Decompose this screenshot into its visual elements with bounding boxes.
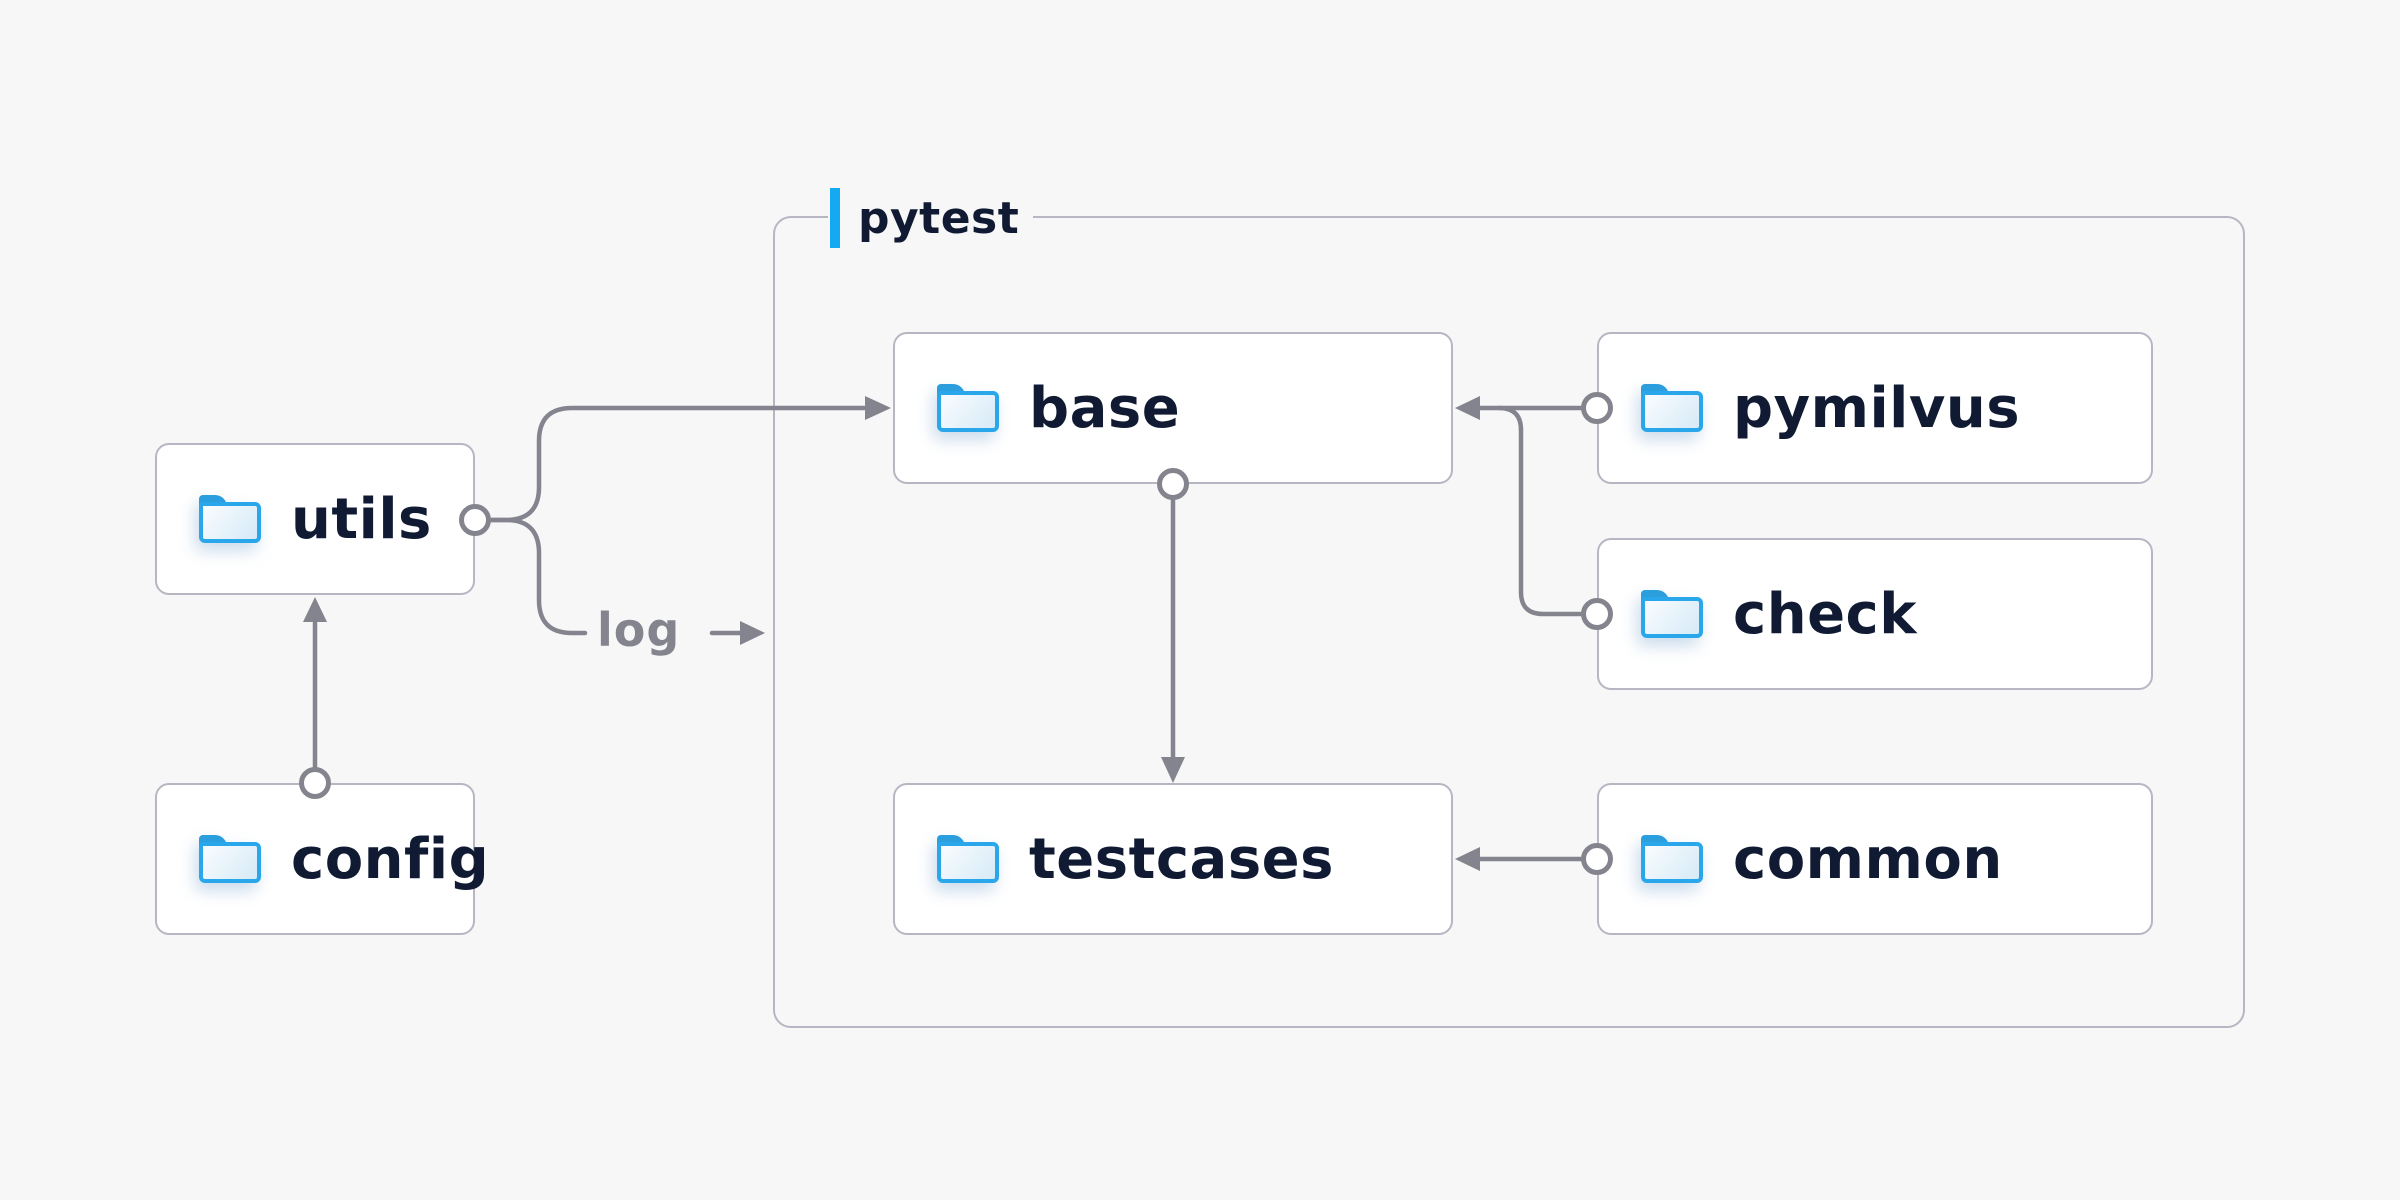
node-utils: utils (155, 443, 475, 595)
folder-icon (1641, 835, 1703, 883)
edge-config-utils (299, 597, 331, 799)
arrowhead (740, 621, 765, 645)
node-label: check (1733, 581, 1917, 647)
node-label: common (1733, 826, 2003, 892)
node-testcases: testcases (893, 783, 1453, 935)
node-base: base (893, 332, 1453, 484)
node-label: base (1029, 375, 1181, 441)
node-check: check (1597, 538, 2153, 690)
group-accent-bar (830, 188, 840, 248)
folder-icon (199, 835, 261, 883)
pytest-group: pytest (773, 188, 2245, 1028)
folder-icon (199, 495, 261, 543)
folder-icon (1641, 590, 1703, 638)
folder-icon (1641, 384, 1703, 432)
node-label: pymilvus (1733, 375, 2021, 441)
group-label: pytest (858, 192, 1020, 244)
arrowhead (303, 597, 327, 622)
folder-icon (937, 384, 999, 432)
node-common: common (1597, 783, 2153, 935)
folder-icon (937, 835, 999, 883)
edge-label-log: log (597, 603, 681, 657)
node-pymilvus: pymilvus (1597, 332, 2153, 484)
node-label: config (291, 826, 490, 892)
connector-line (486, 517, 588, 636)
pytest-group-legend: pytest (828, 188, 1034, 248)
node-config: config (155, 783, 489, 935)
node-label: utils (291, 486, 432, 552)
node-label: testcases (1029, 826, 1334, 892)
